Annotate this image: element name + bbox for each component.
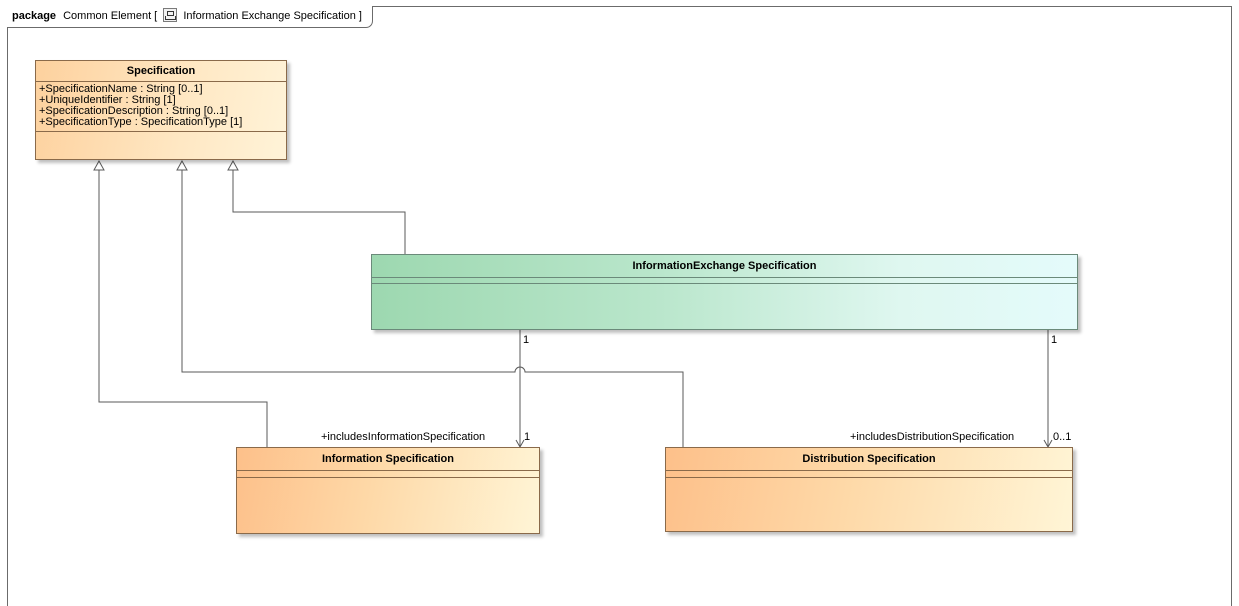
class-name-information-exchange-specification: InformationExchange Specification xyxy=(372,255,1077,278)
frame-title-suffix: ] xyxy=(358,10,362,22)
role-includes-distribution-specification[interactable]: +includesDistributionSpecification xyxy=(850,431,1015,443)
source-multiplicity-information: 1 xyxy=(523,334,530,346)
target-multiplicity-distribution: 0..1 xyxy=(1053,431,1072,443)
class-name-specification: Specification xyxy=(36,61,286,82)
frame-keyword: package xyxy=(12,10,57,22)
attribute-specification-name[interactable]: +SpecificationName : String [0..1] xyxy=(39,83,203,95)
diagram-frame-tab[interactable]: package Common Element [ Information Exc… xyxy=(7,6,373,28)
diagram-frame xyxy=(7,6,1232,606)
attribute-specification-type[interactable]: +SpecificationType : SpecificationType [… xyxy=(39,116,243,128)
operation-compartment-information-exchange-specification xyxy=(372,284,1077,292)
class-information-exchange-specification[interactable]: InformationExchange Specification xyxy=(371,254,1078,330)
operation-compartment-distribution-specification xyxy=(666,478,1072,486)
attribute-compartment-information-specification xyxy=(237,471,539,478)
class-diagram-icon xyxy=(163,8,178,22)
role-includes-information-specification[interactable]: +includesInformationSpecification xyxy=(321,431,486,443)
frame-title-name: Information Exchange Specification xyxy=(183,10,356,22)
attribute-compartment-distribution-specification xyxy=(666,471,1072,478)
target-multiplicity-information: 1 xyxy=(524,431,531,443)
attribute-specification-description[interactable]: +SpecificationDescription : String [0..1… xyxy=(39,105,229,117)
attribute-compartment-specification: +SpecificationName : String [0..1] +Uniq… xyxy=(36,82,286,132)
class-name-information-specification: Information Specification xyxy=(237,448,539,471)
class-information-specification[interactable]: Information Specification xyxy=(236,447,540,534)
attribute-unique-identifier[interactable]: +UniqueIdentifier : String [1] xyxy=(39,94,176,106)
operation-compartment-specification xyxy=(36,132,286,140)
class-specification[interactable]: Specification +SpecificationName : Strin… xyxy=(35,60,287,160)
frame-title-prefix: Common Element [ xyxy=(63,10,158,22)
class-name-distribution-specification: Distribution Specification xyxy=(666,448,1072,471)
class-distribution-specification[interactable]: Distribution Specification xyxy=(665,447,1073,532)
source-multiplicity-distribution: 1 xyxy=(1051,334,1058,346)
operation-compartment-information-specification xyxy=(237,478,539,486)
attribute-compartment-information-exchange-specification xyxy=(372,278,1077,284)
